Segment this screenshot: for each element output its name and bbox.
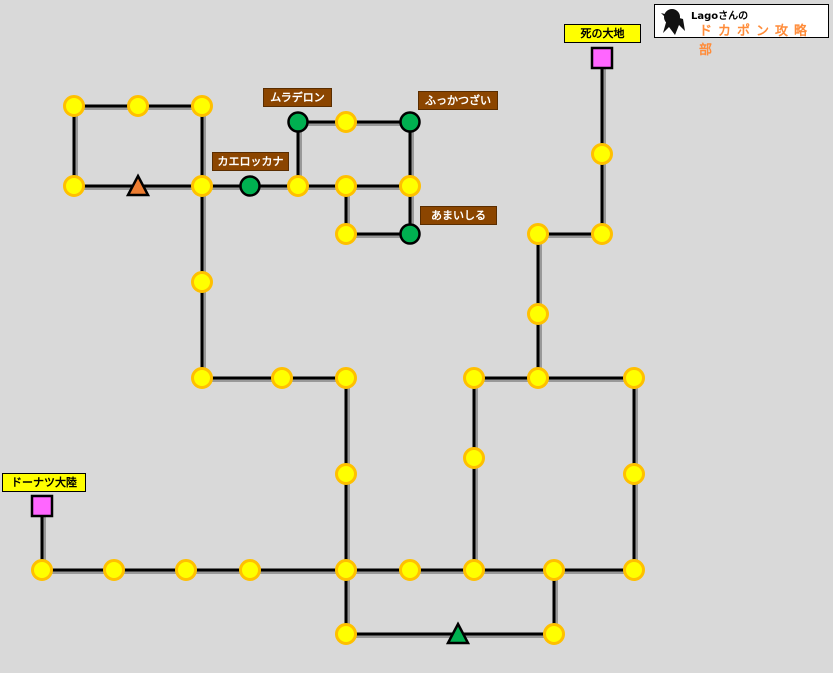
warp-space — [30, 494, 54, 518]
shop-space — [239, 175, 261, 197]
board-space — [191, 175, 213, 197]
board-space — [527, 223, 549, 245]
board-space — [239, 559, 261, 581]
board-space — [335, 175, 357, 197]
board-space — [463, 367, 485, 389]
board-space — [335, 463, 357, 485]
board-space — [127, 95, 149, 117]
board-space — [335, 223, 357, 245]
board-space — [623, 559, 645, 581]
label-donut-tairiku: ドーナツ大陸 — [2, 473, 86, 492]
logo-line2: ドカポン攻略部 — [699, 24, 814, 58]
label-fukkatsuzai: ふっかつざい — [418, 91, 498, 110]
board-space — [543, 623, 565, 645]
site-logo[interactable]: Lagoさんの ドカポン攻略部 — [654, 4, 829, 58]
board-space — [399, 559, 421, 581]
board-space — [527, 303, 549, 325]
label-kaerokkana: カエロッカナ — [212, 152, 289, 171]
board-space — [399, 175, 421, 197]
logo-line1: Lagoさんの — [691, 11, 749, 22]
board-space — [543, 559, 565, 581]
mascot-icon — [661, 9, 685, 35]
label-amaishiru: あまいしる — [420, 206, 497, 225]
board-space — [31, 559, 53, 581]
board-space — [335, 623, 357, 645]
board-space — [335, 111, 357, 133]
board-space — [63, 95, 85, 117]
board-space — [271, 367, 293, 389]
label-muraderon: ムラデロン — [263, 88, 332, 107]
board-space — [63, 175, 85, 197]
board-space — [335, 559, 357, 581]
board-space — [623, 367, 645, 389]
board-space — [591, 223, 613, 245]
label-shi-no-daichi: 死の大地 — [564, 24, 641, 43]
board-space — [287, 175, 309, 197]
board-space — [175, 559, 197, 581]
board-space — [623, 463, 645, 485]
board-space — [463, 559, 485, 581]
shop-space — [399, 111, 421, 133]
shop-space — [399, 223, 421, 245]
board-space — [335, 367, 357, 389]
board-space — [103, 559, 125, 581]
board-space — [527, 367, 549, 389]
shop-space — [287, 111, 309, 133]
board-space — [463, 447, 485, 469]
triangle-space-icon — [445, 621, 471, 645]
board-space — [191, 95, 213, 117]
board-space — [191, 271, 213, 293]
board-space — [591, 143, 613, 165]
triangle-space-icon — [125, 173, 151, 197]
warp-space — [590, 46, 614, 70]
board-space — [191, 367, 213, 389]
